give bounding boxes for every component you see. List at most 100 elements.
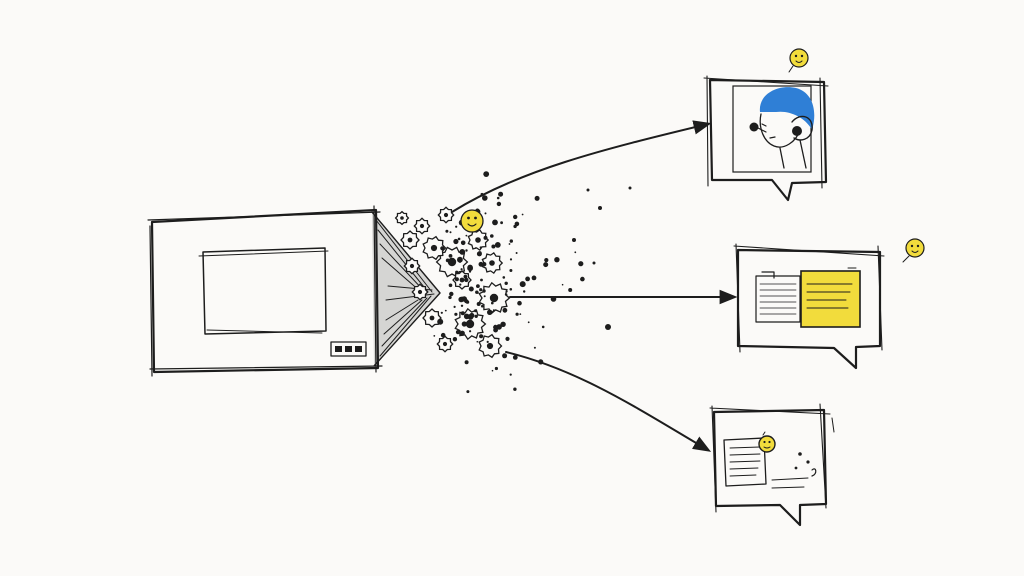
particle-dot — [453, 305, 456, 308]
particle-dot — [505, 290, 508, 293]
particle-dot — [509, 373, 512, 376]
particle-dot — [541, 325, 545, 329]
particle-dot — [460, 304, 464, 307]
particle-dot — [479, 288, 483, 292]
particle-dot — [504, 281, 508, 285]
gear-hub — [459, 277, 465, 283]
particle-dot — [502, 276, 506, 279]
particle-dot — [628, 186, 632, 190]
particle-dot — [517, 300, 522, 306]
particle-dot — [444, 309, 447, 312]
particle-dot — [519, 281, 526, 288]
particle-dot — [455, 270, 459, 274]
particle-dot — [455, 330, 461, 335]
particle-dot — [531, 275, 537, 281]
particle-dot — [460, 268, 463, 271]
gear-hub — [443, 212, 449, 218]
particle-dot — [512, 355, 518, 360]
agent-chat-bubble — [703, 48, 829, 202]
particle-dot — [468, 286, 474, 292]
particle-dot — [509, 239, 513, 243]
particle-dot — [513, 387, 517, 391]
particle-dot — [578, 261, 584, 267]
particle-dot — [464, 360, 469, 365]
particle-dot — [519, 313, 522, 315]
particle-dot — [474, 309, 477, 313]
particle-dot — [476, 284, 480, 288]
particle-dot — [496, 201, 502, 207]
particle-dot — [491, 369, 494, 372]
particle-dot — [480, 278, 483, 282]
particle-dot — [574, 251, 577, 254]
particle-dot — [492, 219, 498, 226]
particle-dot — [493, 324, 498, 329]
snippet-chat-bubble — [709, 403, 835, 527]
particle-dot — [505, 336, 510, 341]
particle-dot — [479, 246, 482, 249]
particle-dot — [491, 311, 494, 313]
particle-dot — [508, 243, 511, 245]
particle-dot — [465, 234, 468, 237]
particle-dot — [457, 256, 463, 263]
gear-hub — [465, 319, 475, 329]
gear-hub — [400, 216, 404, 220]
particle-dot — [465, 249, 468, 252]
particle-dot — [464, 278, 467, 281]
particle-dot — [486, 340, 489, 343]
particle-dot — [494, 366, 498, 371]
particle-dot — [521, 213, 524, 216]
smiley-face-icon — [788, 48, 809, 73]
particle-dot — [572, 238, 576, 242]
smiley-face-icon — [758, 431, 776, 453]
smiley-face-icon — [460, 209, 484, 233]
particle-dot — [496, 324, 502, 330]
particle-dot — [586, 188, 590, 192]
particle-dot — [554, 257, 560, 263]
particle-dot — [460, 311, 465, 316]
particle-dot — [460, 240, 466, 246]
particle-dot — [454, 312, 458, 316]
particle-dot — [440, 311, 443, 314]
particle-dot — [482, 262, 487, 267]
gear-cluster — [394, 206, 511, 359]
particle-dot — [459, 249, 466, 255]
particle-dot — [500, 321, 506, 327]
particle-dot — [449, 231, 452, 234]
particle-dot — [598, 206, 602, 210]
particle-dot — [483, 171, 490, 178]
gear-hub — [447, 257, 457, 267]
document-chat-icon — [755, 267, 861, 328]
particle-dot — [605, 324, 611, 330]
gear-hub — [442, 341, 448, 347]
particle-dot — [482, 289, 486, 293]
particle-dot — [466, 390, 470, 394]
particle-dot — [454, 277, 459, 282]
particle-dot — [461, 321, 467, 327]
particle-dot — [513, 214, 518, 220]
gear-hub — [489, 260, 495, 266]
control-panel — [330, 341, 367, 357]
particle-dot — [475, 290, 479, 294]
particle-dot — [458, 260, 462, 263]
particle-dot — [440, 246, 445, 251]
particle-dot — [534, 195, 540, 201]
processing-funnel-icon — [371, 211, 441, 367]
agent-headset-chat-icon — [749, 87, 815, 169]
particle-dot — [476, 340, 479, 343]
particle-dot — [474, 314, 478, 318]
gear-hub — [489, 293, 499, 303]
particle-dot — [448, 254, 453, 258]
particle-dot — [493, 327, 498, 333]
particle-dot — [487, 309, 493, 315]
particle-dot — [469, 312, 475, 319]
particle-dot — [527, 321, 530, 324]
particle-dot — [469, 330, 472, 333]
arrow-to-snippet — [505, 351, 712, 452]
particle-dot — [568, 288, 573, 292]
particle-dot — [467, 265, 473, 272]
particle-dot — [468, 270, 472, 273]
particle-dot — [481, 304, 484, 308]
particle-dot — [457, 237, 461, 241]
particle-dot — [515, 312, 519, 316]
